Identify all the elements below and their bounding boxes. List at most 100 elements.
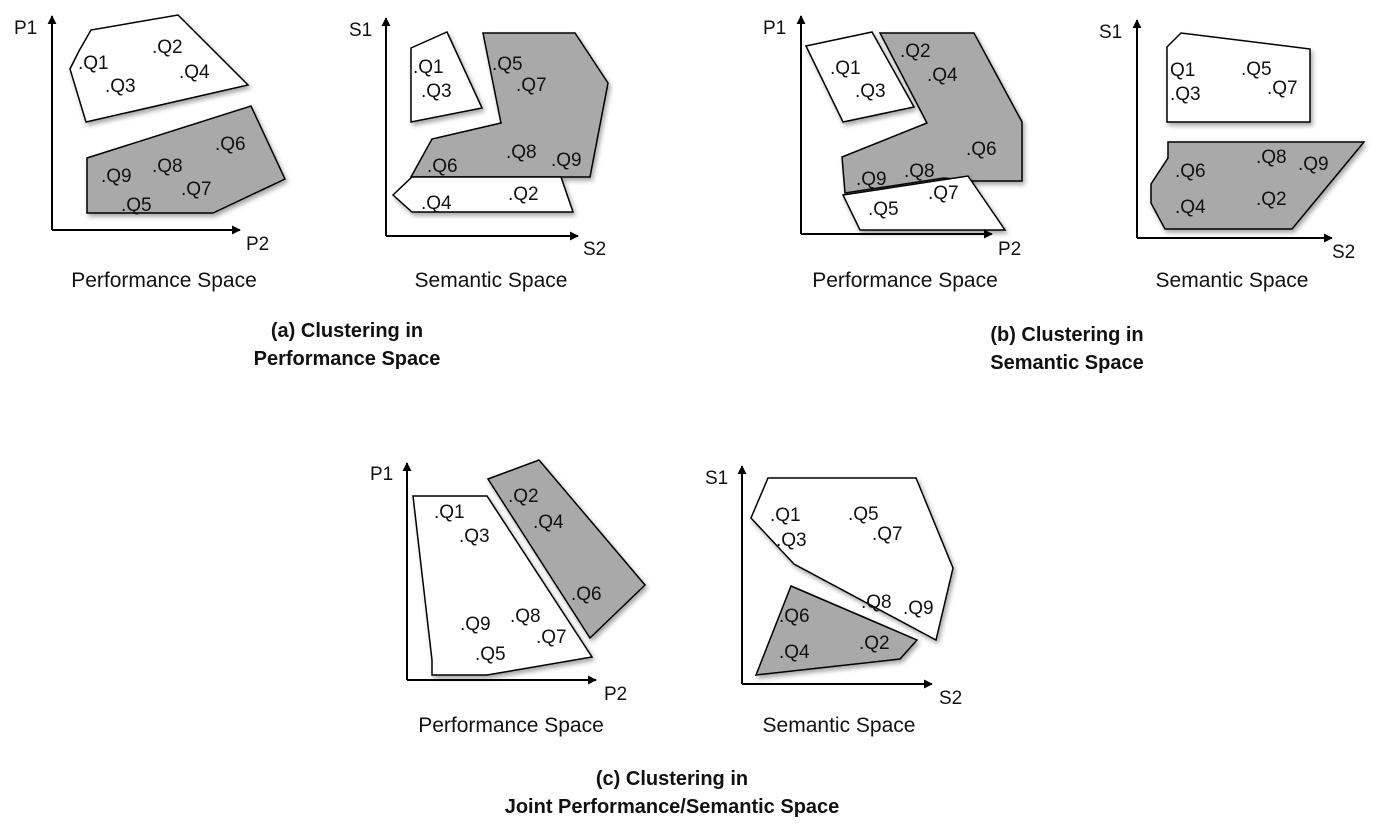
point-label: .Q2 (508, 184, 539, 205)
point-label: .Q5 (1241, 59, 1272, 80)
y-axis-label: S1 (1099, 22, 1122, 43)
gray-cluster-region (1150, 141, 1366, 230)
point-label: .Q6 (427, 156, 458, 177)
point-label: .Q5 (492, 54, 523, 75)
point-label: .Q3 (459, 526, 490, 547)
point-label: .Q9 (551, 150, 582, 171)
point-label: .Q1 (434, 502, 465, 523)
space-caption: Performance Space (812, 269, 998, 292)
point-label: Q1 (1170, 60, 1195, 81)
panel-a: P1 P2 .Q1 .Q2 .Q3 .Q4 .Q6 .Q9 .Q8 .Q7 .Q… (14, 14, 609, 370)
point-label: .Q3 (421, 81, 452, 102)
point-label: .Q7 (872, 524, 903, 545)
x-axis-label: S2 (583, 239, 606, 260)
y-axis-label: P1 (370, 464, 393, 485)
point-label: .Q5 (475, 644, 506, 665)
gray-cluster-region (754, 585, 919, 676)
point-label: .Q7 (181, 179, 212, 200)
panel-b-semantic-space: S1 S2 Q1 .Q5 .Q3 .Q7 .Q8 .Q9 .Q6 .Q4 .Q2… (1099, 19, 1366, 292)
point-label: .Q7 (1267, 78, 1298, 99)
y-axis-label: P1 (14, 18, 37, 39)
point-label: .Q1 (830, 58, 861, 79)
point-label: .Q7 (928, 183, 959, 204)
point-label: .Q4 (179, 62, 210, 83)
point-label: .Q6 (1175, 161, 1206, 182)
point-label: .Q3 (776, 530, 807, 551)
y-axis-label: P1 (763, 18, 786, 39)
space-caption: Performance Space (71, 269, 257, 292)
point-label: .Q1 (770, 505, 801, 526)
panel-a-performance-space: P1 P2 .Q1 .Q2 .Q3 .Q4 .Q6 .Q9 .Q8 .Q7 .Q… (14, 14, 286, 292)
space-caption: Performance Space (418, 714, 604, 737)
point-label: .Q6 (779, 606, 810, 627)
point-label: .Q2 (152, 37, 183, 58)
gray-cluster-region (86, 105, 286, 214)
point-label: .Q2 (1256, 189, 1287, 210)
space-caption: Semantic Space (763, 714, 916, 737)
panel-a-semantic-space: S1 S2 .Q1 .Q3 .Q5 .Q7 .Q6 .Q8 .Q9 .Q4 .Q… (349, 17, 609, 292)
point-label: .Q9 (903, 598, 934, 619)
panel-title-line-1: (c) Clustering in (596, 768, 748, 790)
point-label: .Q8 (510, 606, 541, 627)
point-label: .Q4 (927, 65, 958, 86)
point-label: .Q6 (966, 139, 997, 160)
point-label: .Q8 (152, 156, 183, 177)
white-cluster-region-top (410, 31, 484, 123)
panel-title-line-2: Performance Space (254, 348, 441, 370)
panel-title-line-1: (a) Clustering in (271, 320, 423, 342)
panel-b: P1 P2 .Q1 .Q3 .Q2 .Q4 .Q6 .Q9 .Q8 .Q7 .Q… (763, 15, 1366, 374)
point-label: .Q4 (533, 512, 564, 533)
point-label: .Q7 (536, 627, 567, 648)
point-label: .Q2 (859, 633, 890, 654)
point-label: .Q5 (121, 195, 152, 216)
point-label: .Q6 (571, 584, 602, 605)
point-label: .Q5 (868, 199, 899, 220)
point-label: .Q9 (101, 166, 132, 187)
panel-c-semantic-space: S1 S2 .Q1 .Q5 .Q3 .Q7 .Q8 .Q9 .Q6 .Q4 .Q… (705, 465, 962, 737)
point-label: .Q1 (78, 53, 109, 74)
y-axis-label: S1 (705, 468, 728, 489)
white-cluster-region (412, 495, 594, 676)
panel-title-line-2: Joint Performance/Semantic Space (505, 796, 840, 818)
space-caption: Semantic Space (415, 269, 568, 292)
point-label: .Q5 (848, 504, 879, 525)
point-label: .Q2 (508, 486, 539, 507)
panel-title-line-2: Semantic Space (990, 352, 1143, 374)
point-label: .Q3 (1170, 84, 1201, 105)
white-cluster-region-bottom (391, 176, 575, 213)
panel-c-performance-space: P1 P2 .Q2 .Q4 .Q6 .Q1 .Q3 .Q9 .Q8 .Q7 .Q… (370, 459, 647, 737)
x-axis-label: P2 (998, 239, 1021, 260)
white-cluster-region (750, 477, 954, 642)
space-caption: Semantic Space (1156, 269, 1309, 292)
point-label: .Q4 (779, 642, 810, 663)
point-label: .Q8 (861, 592, 892, 613)
point-label: .Q4 (421, 193, 452, 214)
panel-c: P1 P2 .Q2 .Q4 .Q6 .Q1 .Q3 .Q9 .Q8 .Q7 .Q… (370, 459, 962, 818)
point-label: .Q7 (516, 75, 547, 96)
white-cluster-region-bottom (841, 175, 1007, 231)
point-label: .Q9 (460, 614, 491, 635)
point-label: .Q4 (1175, 197, 1206, 218)
point-label: .Q9 (856, 169, 887, 190)
x-axis-label: S2 (939, 688, 962, 709)
x-axis-label: P2 (246, 234, 269, 255)
point-label: .Q3 (855, 81, 886, 102)
x-axis-label: S2 (1332, 242, 1355, 263)
y-axis-label: S1 (349, 20, 372, 41)
white-cluster-region-top (804, 31, 916, 123)
point-label: .Q1 (413, 57, 444, 78)
white-cluster-region (69, 14, 250, 123)
point-label: .Q8 (1256, 147, 1287, 168)
point-label: .Q8 (904, 161, 935, 182)
panel-b-performance-space: P1 P2 .Q1 .Q3 .Q2 .Q4 .Q6 .Q9 .Q8 .Q7 .Q… (763, 15, 1023, 292)
point-label: .Q8 (506, 142, 537, 163)
x-axis-label: P2 (604, 684, 627, 705)
point-label: .Q2 (900, 41, 931, 62)
point-label: .Q9 (1298, 154, 1329, 175)
point-label: .Q3 (105, 76, 136, 97)
gray-cluster-region (486, 459, 647, 640)
white-cluster-region (1166, 32, 1311, 123)
point-label: .Q6 (215, 134, 246, 155)
panel-title-line-1: (b) Clustering in (990, 324, 1143, 346)
